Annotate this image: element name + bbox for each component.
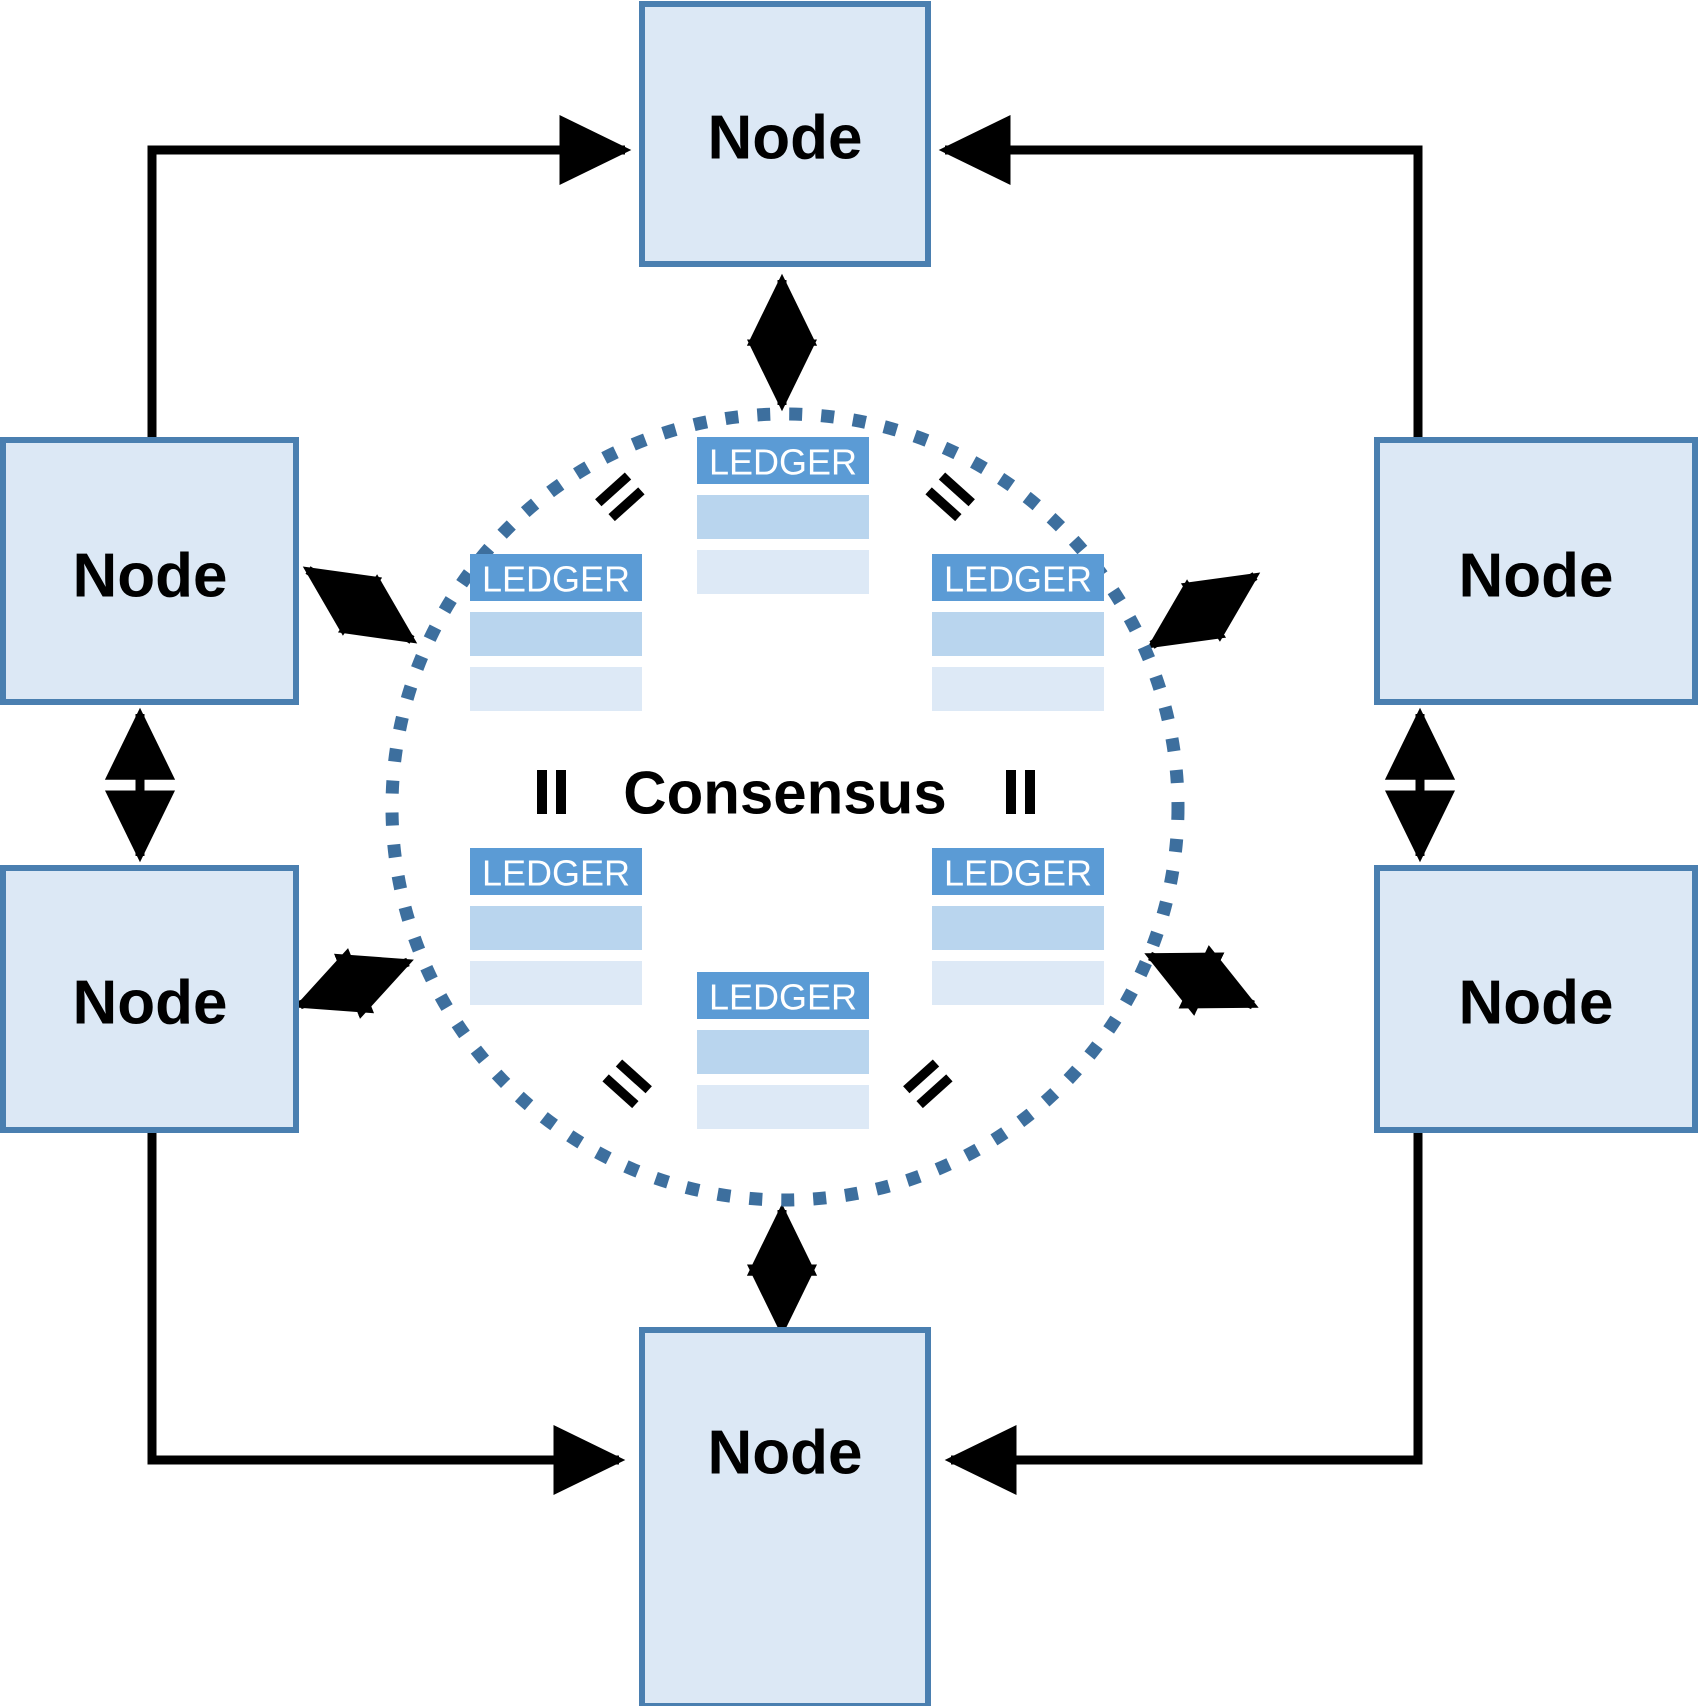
node-right-upper[interactable]: Node [1374, 437, 1698, 705]
connector-bottom-right-elbow [944, 1130, 1423, 1496]
ledger-upper-left-row-1 [470, 612, 642, 656]
ledger-top-row-1 [697, 495, 869, 539]
ledger-lower-right-row-2 [932, 961, 1104, 1005]
ledger-upper-right-row-1 [932, 612, 1104, 656]
ledger-bottom-row-2 [697, 1085, 869, 1129]
equals-top-left [595, 472, 645, 522]
node-right-lower-box[interactable] [1374, 865, 1698, 1133]
ledger-top-label: LEDGER [709, 442, 857, 483]
ledger-top-header [697, 437, 869, 484]
ledger-lower-right[interactable]: LEDGER [932, 848, 1104, 1005]
ledger-lower-left-header [470, 848, 642, 895]
connector-right-upper-diag [1146, 572, 1261, 649]
node-right-upper-label: Node [1459, 542, 1614, 611]
ledger-upper-left-header [470, 554, 642, 601]
ledger-lower-right-row-1 [932, 906, 1104, 950]
equals-top-right [925, 472, 975, 522]
ledger-top-row-2 [697, 550, 869, 594]
ledger-upper-left-row-2 [470, 667, 642, 711]
node-top[interactable]: Node [639, 1, 931, 267]
connector-top-right-elbow [938, 114, 1423, 440]
connector-bottom-left-elbow [147, 1130, 626, 1496]
node-right-lower[interactable]: Node [1374, 865, 1698, 1133]
connector-right-lower-diag [1144, 945, 1259, 1016]
ledger-lower-right-label: LEDGER [944, 853, 1092, 894]
consensus-label: Consensus [623, 760, 946, 827]
ledger-bottom[interactable]: LEDGER [697, 972, 869, 1129]
equals-mid-right [1006, 770, 1035, 814]
ledger-lower-left-label: LEDGER [482, 853, 630, 894]
ledger-top[interactable]: LEDGER [697, 437, 869, 594]
ledger-lower-left-row-2 [470, 961, 642, 1005]
ledger-bottom-label: LEDGER [709, 977, 857, 1018]
equals-bottom-left [602, 1059, 652, 1109]
node-bottom[interactable]: Node [639, 1327, 931, 1706]
ledger-bottom-row-1 [697, 1030, 869, 1074]
node-left-lower[interactable]: Node [0, 865, 299, 1133]
ledger-lower-right-header [932, 848, 1104, 895]
node-left-upper[interactable]: Node [0, 437, 299, 705]
node-left-lower-label: Node [73, 969, 228, 1038]
ledger-upper-left[interactable]: LEDGER [470, 554, 642, 711]
node-left-upper-box[interactable] [0, 437, 299, 705]
equals-mid-left [537, 770, 566, 814]
node-right-lower-label: Node [1459, 969, 1614, 1038]
node-bottom-label: Node [708, 1419, 863, 1488]
ledger-bottom-header [697, 972, 869, 1019]
ledger-upper-right-row-2 [932, 667, 1104, 711]
ledger-upper-left-label: LEDGER [482, 559, 630, 600]
ledger-upper-right[interactable]: LEDGER [932, 554, 1104, 711]
node-top-label: Node [708, 104, 863, 173]
node-bottom-box[interactable] [639, 1327, 931, 1706]
connector-left-lower-diag [294, 948, 414, 1019]
node-left-lower-box[interactable] [0, 865, 299, 1133]
ledger-lower-left-row-1 [470, 906, 642, 950]
node-right-upper-box[interactable] [1374, 437, 1698, 705]
node-left-upper-label: Node [73, 542, 228, 611]
ledger-lower-left[interactable]: LEDGER [470, 848, 642, 1005]
connector-top-left-elbow [147, 114, 632, 440]
connector-left-upper-diag [302, 566, 418, 644]
ledger-upper-right-header [932, 554, 1104, 601]
consensus-circle [385, 407, 1185, 1207]
node-top-box[interactable] [639, 1, 931, 267]
ledger-upper-right-label: LEDGER [944, 559, 1092, 600]
equals-bottom-right [903, 1059, 953, 1109]
